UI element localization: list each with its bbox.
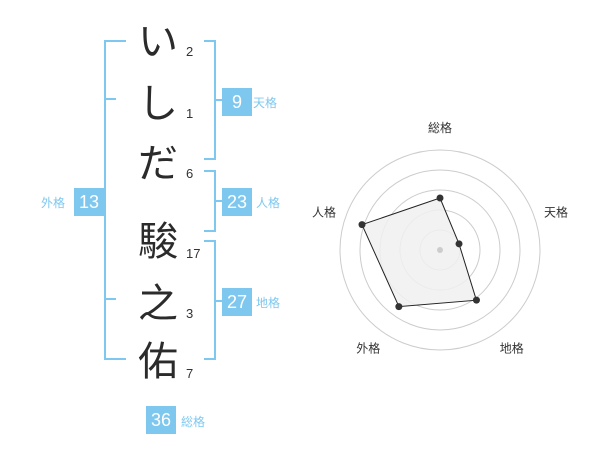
jinkaku-label: 人格 (256, 196, 281, 210)
stroke-count-5: 3 (186, 306, 194, 321)
gaikaku-label: 外格 (41, 196, 66, 210)
jinkaku-value: 23 (222, 188, 252, 216)
soukaku-label: 総格 (181, 415, 206, 429)
radar-series-area (361, 197, 478, 308)
stroke-count-1: 2 (186, 44, 194, 59)
radar-axis-label-3: 地格 (500, 341, 524, 356)
name-char-5: 之 (138, 281, 178, 327)
radar-grid-ring-5 (339, 149, 541, 351)
name-char-3: だ (138, 141, 178, 187)
jinkaku-tick (214, 200, 222, 202)
stroke-count-2: 1 (186, 106, 194, 121)
soukaku-value: 36 (146, 406, 176, 434)
name-char-6: 佑 (138, 339, 178, 385)
stroke-count-4: 17 (186, 246, 201, 261)
radar-point-4 (395, 303, 403, 311)
radar-axis-label-2: 天格 (544, 204, 568, 219)
tenkaku-tick (214, 99, 222, 101)
chikaku-tick (214, 300, 222, 302)
radar-grid-ring-4 (359, 169, 521, 331)
radar-axis-label-5: 人格 (312, 204, 336, 219)
radar-point-2 (455, 240, 463, 248)
radar-point-5 (358, 221, 366, 229)
name-char-2: し (138, 81, 178, 127)
gaikaku-tick-lower (104, 298, 116, 300)
radar-axis-label-4: 外格 (356, 341, 380, 356)
radar-point-1 (436, 194, 444, 202)
name-char-4: 駿 (138, 219, 178, 265)
gaikaku-tick-upper (104, 98, 116, 100)
stroke-count-6: 7 (186, 366, 194, 381)
chikaku-value: 27 (222, 288, 252, 316)
gaikaku-bracket (104, 40, 126, 360)
tenkaku-value: 9 (222, 88, 252, 116)
radar-axis-label-1: 総格 (428, 120, 452, 135)
radar-point-3 (472, 296, 480, 304)
tenkaku-label: 天格 (253, 96, 278, 110)
chikaku-label: 地格 (256, 296, 281, 310)
name-char-1: い (138, 19, 178, 65)
radar-center-point (437, 247, 443, 253)
stroke-count-3: 6 (186, 166, 194, 181)
gaikaku-value: 13 (74, 188, 104, 216)
